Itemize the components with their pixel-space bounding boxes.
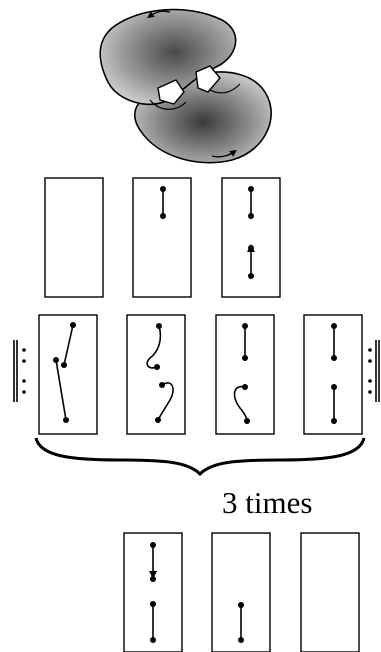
frame-one-arc	[132, 177, 192, 298]
frame-curved-arcs	[126, 314, 186, 435]
side-marker-right	[368, 340, 380, 402]
endpoint-dot	[160, 186, 166, 192]
surface-illustration	[99, 8, 272, 164]
frame-two-arcs-final	[123, 532, 183, 652]
row-3	[123, 532, 360, 652]
frame-empty-final	[300, 532, 360, 652]
surface-tube-left	[149, 99, 187, 110]
repeat-caption: 3 times	[222, 485, 312, 520]
arrow-bottom-icon	[211, 150, 237, 158]
frame-empty	[44, 177, 104, 298]
row-2	[13, 314, 380, 435]
row-1	[44, 177, 281, 298]
frame-two-arcs	[221, 177, 281, 298]
surface-hole-right	[195, 65, 221, 93]
frame-two-straight-arcs	[303, 314, 363, 435]
surface-hole-left	[157, 79, 185, 105]
frame-crossing-arcs	[38, 314, 98, 435]
surface-tube-right	[209, 83, 241, 94]
frame-hook-arc	[215, 314, 275, 435]
endpoint-dot	[160, 213, 166, 219]
side-marker-left	[13, 340, 26, 402]
arrow-top-icon	[147, 10, 171, 18]
brace	[34, 437, 366, 477]
frame-one-arc-final	[211, 532, 271, 652]
